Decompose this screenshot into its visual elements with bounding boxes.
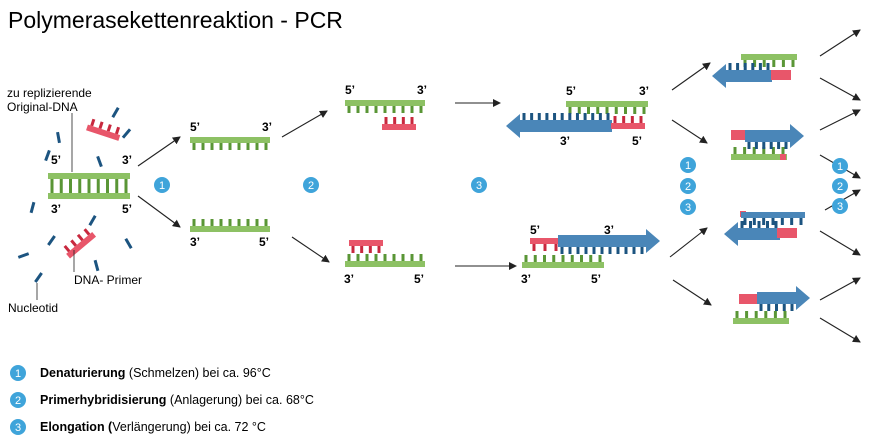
nucleotide-6	[29, 201, 36, 214]
product-1	[712, 54, 797, 88]
cycle2-step-3: 3	[680, 199, 696, 215]
arrow-c3-3	[819, 109, 861, 131]
cycle2-step-1: 1	[680, 157, 696, 173]
arrow-c2-4	[672, 279, 712, 306]
product-3	[724, 211, 805, 246]
d1-five: 5’	[190, 120, 200, 134]
e2-three: 3’	[604, 223, 614, 237]
svg-text:Denaturierung (Schmelzen) bei: Denaturierung (Schmelzen) bei ca. 96°C	[40, 366, 271, 380]
nucleotide-2	[56, 131, 61, 144]
nucleotide-9	[124, 237, 133, 250]
nucleotide-11	[34, 272, 43, 283]
d1-three: 3’	[262, 120, 272, 134]
a2-three: 3’	[344, 272, 354, 286]
nucleotide-8	[88, 214, 97, 227]
arrow-anneal-down	[291, 236, 330, 263]
elongated-top	[506, 101, 648, 138]
svg-text:2: 2	[15, 395, 21, 407]
legend-item-3: 3 Elongation (Verlängerung) bei ca. 72 °C	[10, 419, 266, 435]
arrow-c3-7	[819, 277, 861, 301]
elongated-bottom	[522, 229, 660, 268]
legend-item-1: 1 Denaturierung (Schmelzen) bei ca. 96°C	[10, 365, 271, 381]
arrow-c2-2	[671, 119, 708, 144]
arrow-c3-6	[819, 230, 861, 256]
arrow-c2-3	[669, 227, 708, 258]
step-1-marker: 1	[154, 177, 170, 193]
primer-label: DNA- Primer	[74, 273, 142, 287]
a1-three: 3’	[417, 83, 427, 97]
step-2-marker: 2	[303, 177, 319, 193]
svg-text:1: 1	[837, 161, 843, 173]
e1-three-b: 3’	[560, 134, 570, 148]
d2-three: 3’	[190, 235, 200, 249]
original-dna	[48, 113, 130, 199]
nucleotide-3	[121, 128, 132, 139]
nucleotide-10	[17, 252, 30, 259]
original-dna-label-line2: Original-DNA	[7, 100, 78, 114]
e1-three: 3’	[639, 84, 649, 98]
svg-text:3: 3	[15, 422, 21, 434]
nucleotide-5	[96, 155, 103, 168]
product-4	[733, 286, 810, 324]
original-dna-label-line1: zu replizierende	[7, 86, 92, 100]
loose-primer-bottom	[63, 228, 97, 259]
e2-five: 5’	[530, 223, 540, 237]
annealed-bottom	[345, 240, 425, 267]
svg-text:2: 2	[685, 181, 691, 193]
svg-text:3: 3	[837, 201, 843, 213]
e1-five-b: 5’	[632, 134, 642, 148]
svg-text:3: 3	[685, 202, 691, 214]
nucleotide-12	[93, 259, 100, 272]
cycle3-step-3: 3	[832, 198, 848, 214]
orig-five-top: 5’	[51, 153, 61, 167]
cycle2-step-2: 2	[680, 178, 696, 194]
strand-end-labels: 5’ 3’ 3’ 5’ 5’ 3’ 3’ 5’ 5’ 3’ 3’ 5’ 5’ 3’ 3’ 5’ 5’ 3’ 3’ 5’	[51, 83, 649, 286]
a1-five: 5’	[345, 83, 355, 97]
step-markers: 1 2 3 1 2 3 1 2 3	[154, 157, 848, 215]
product-2	[731, 124, 804, 160]
denatured-strand-top	[190, 137, 270, 150]
arrow-c2-1	[671, 62, 711, 91]
arrow-denature-up	[137, 136, 181, 167]
arrow-c3-8	[819, 317, 861, 343]
orig-three-top: 3’	[122, 153, 132, 167]
svg-text:3: 3	[476, 180, 482, 192]
svg-text:2: 2	[308, 180, 314, 192]
legend: 1 Denaturierung (Schmelzen) bei ca. 96°C 2…	[10, 365, 314, 435]
svg-text:2: 2	[837, 181, 843, 193]
d2-five: 5’	[259, 235, 269, 249]
arrow-denature-down	[137, 195, 181, 228]
page-title: Polymerasekettenreaktion - PCR	[8, 7, 343, 33]
nucleotide-4	[44, 149, 51, 162]
nucleotide-1	[111, 106, 120, 119]
nucleotide-7	[47, 235, 56, 246]
orig-three-bottom: 3’	[51, 202, 61, 216]
annealed-top	[345, 100, 425, 130]
step-3-marker: 3	[471, 177, 487, 193]
e2-five-b: 5’	[591, 272, 601, 286]
e2-three-b: 3’	[521, 272, 531, 286]
svg-text:1: 1	[159, 180, 165, 192]
svg-text:Primerhybridisierung (Anlageru: Primerhybridisierung (Anlagerung) bei ca…	[40, 393, 314, 407]
denatured-strand-bottom	[190, 219, 270, 232]
arrow-c3-2	[819, 77, 861, 101]
dna-shapes	[17, 29, 861, 343]
orig-five-bottom: 5’	[122, 202, 132, 216]
svg-text:1: 1	[15, 368, 21, 380]
cycle3-step-1: 1	[832, 158, 848, 174]
cycle3-step-2: 2	[832, 178, 848, 194]
loose-primer-top	[86, 118, 121, 141]
arrow-c3-1	[819, 29, 861, 57]
a2-five: 5’	[414, 272, 424, 286]
arrow-anneal-up	[281, 110, 328, 138]
legend-item-2: 2 Primerhybridisierung (Anlagerung) bei c…	[10, 392, 314, 408]
svg-text:1: 1	[685, 160, 691, 172]
svg-text:Elongation (Verlängerung) bei: Elongation (Verlängerung) bei ca. 72 °C	[40, 420, 266, 434]
nucleotide-label: Nucleotid	[8, 301, 58, 315]
e1-five: 5’	[566, 84, 576, 98]
